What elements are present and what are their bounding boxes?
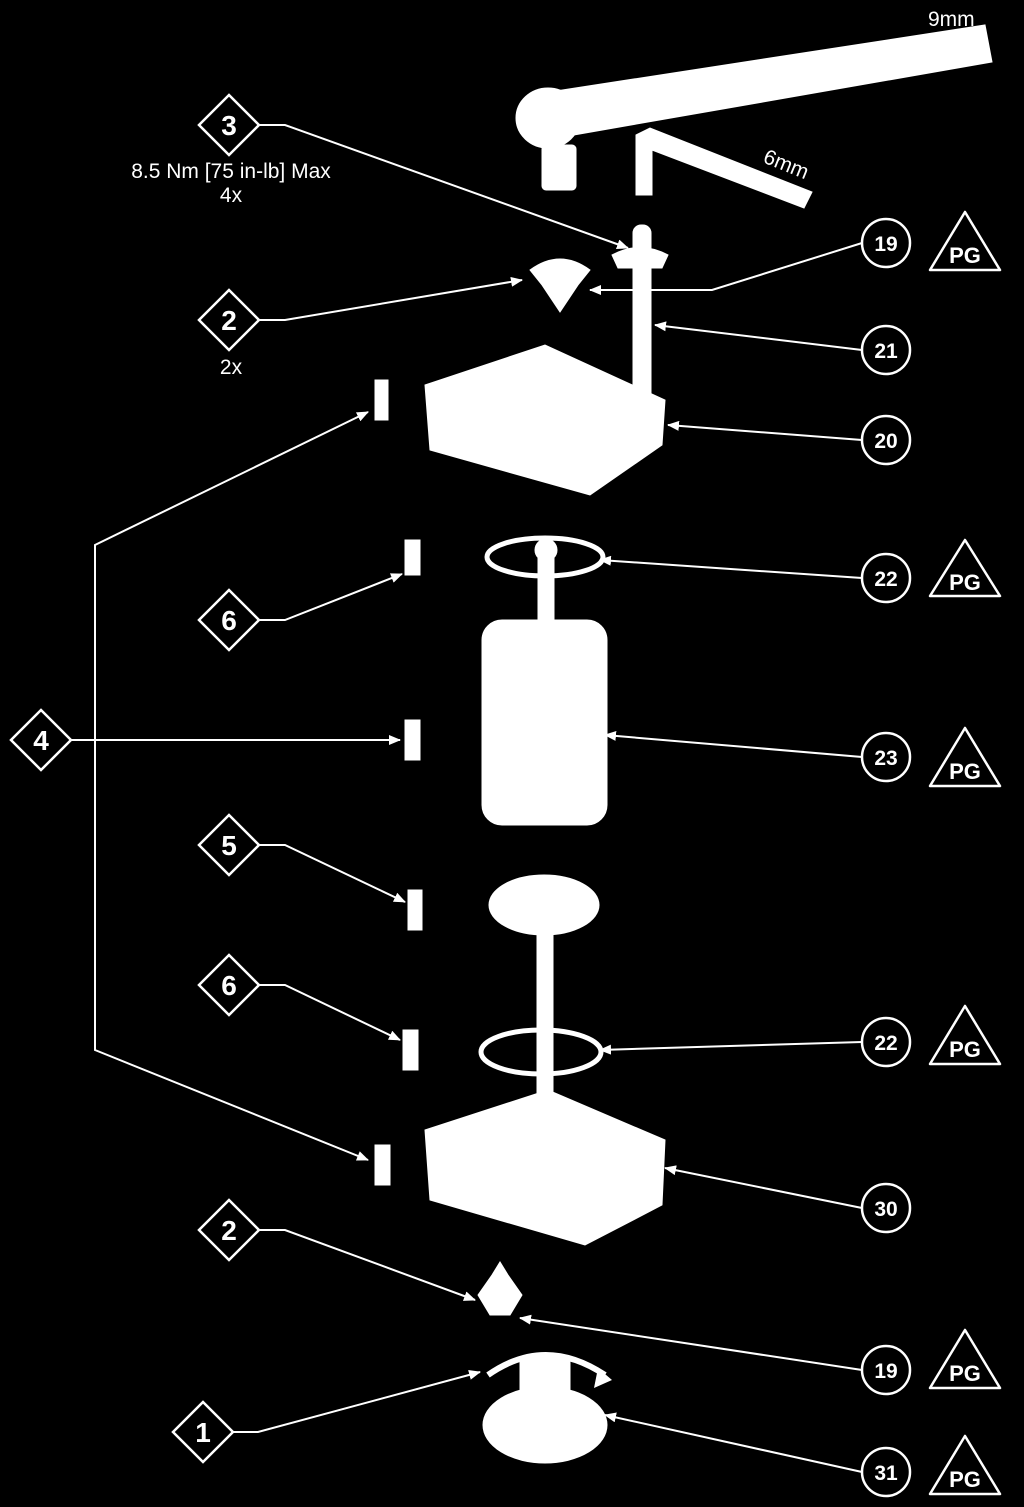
step-3-quantity-note: 4x xyxy=(220,184,243,207)
step-6-label-bottom: 6 xyxy=(221,970,237,1001)
screw-1 xyxy=(374,379,389,421)
pg-badge-19-top-label: PG xyxy=(949,243,981,268)
callout-31: 31 xyxy=(860,1446,912,1498)
callout-23: 23 xyxy=(860,731,912,783)
pg-badge-22-top-label: PG xyxy=(949,570,981,595)
pg-badge-23-label: PG xyxy=(949,759,981,784)
step-6-label-top: 6 xyxy=(221,605,237,636)
part-19-valve-top xyxy=(529,258,591,313)
part-19-valve-bottom xyxy=(477,1261,523,1316)
pg-badge-31-label: PG xyxy=(949,1467,981,1492)
step-4-label: 4 xyxy=(33,725,49,756)
callout-19-bottom-label: 19 xyxy=(874,1360,897,1383)
screw-4 xyxy=(407,889,423,931)
pg-badge-22-bottom: PG xyxy=(928,1004,1002,1066)
screw-5 xyxy=(402,1029,419,1071)
part-23-cylinder xyxy=(481,538,608,826)
step-3-torque-note: 8.5 Nm [75 in-lb] Max xyxy=(131,160,331,183)
callout-21: 21 xyxy=(860,324,912,376)
step-5-label: 5 xyxy=(221,830,237,861)
callout-19-top: 19 xyxy=(860,217,912,269)
leader-lines xyxy=(70,124,863,1473)
step-4-marker: 4 xyxy=(9,708,73,772)
pg-badge-19-bottom: PG xyxy=(928,1328,1002,1390)
callout-30-label: 30 xyxy=(874,1198,897,1221)
pg-badge-22-top: PG xyxy=(928,538,1002,598)
step-2-marker-top: 2 xyxy=(197,288,261,352)
hex-key xyxy=(635,127,813,209)
callout-21-label: 21 xyxy=(874,340,898,363)
ratchet-size-label: 9mm xyxy=(928,8,975,31)
callout-20: 20 xyxy=(860,414,912,466)
step-2-label-bottom: 2 xyxy=(221,1215,237,1246)
callout-20-label: 20 xyxy=(874,430,897,453)
callout-31-label: 31 xyxy=(874,1462,898,1485)
callout-22-top: 22 xyxy=(860,552,912,604)
callout-22-bottom: 22 xyxy=(860,1016,912,1068)
part-31-cap xyxy=(482,1352,612,1464)
step-6-marker-bottom: 6 xyxy=(197,953,261,1017)
callout-23-label: 23 xyxy=(874,747,897,770)
pg-badge-23: PG xyxy=(928,726,1002,788)
step-2-quantity-note: 2x xyxy=(220,356,243,379)
pg-badge-31: PG xyxy=(928,1434,1002,1496)
step-5-marker: 5 xyxy=(197,813,261,877)
step-1-marker: 1 xyxy=(171,1400,235,1464)
pg-badge-19-top: PG xyxy=(928,210,1002,272)
pg-badge-22-bottom-label: PG xyxy=(949,1037,981,1062)
callout-22-bottom-label: 22 xyxy=(874,1032,897,1055)
callout-22-top-label: 22 xyxy=(874,568,897,591)
step-2-marker-bottom: 2 xyxy=(197,1198,261,1262)
step-1-label: 1 xyxy=(195,1417,211,1448)
step-3-marker: 3 xyxy=(197,93,261,157)
ratchet-wrench xyxy=(515,24,993,191)
screw-top xyxy=(611,247,669,269)
screw-2 xyxy=(404,539,421,576)
step-6-marker-top: 6 xyxy=(197,588,261,652)
screw-3 xyxy=(404,719,421,761)
callout-19-bottom: 19 xyxy=(860,1344,912,1396)
piston-assembly xyxy=(488,874,600,1101)
step-2-label-top: 2 xyxy=(221,305,237,336)
part-20-upper-housing xyxy=(424,344,666,496)
part-30-lower-housing xyxy=(424,1089,666,1246)
callout-19-top-label: 19 xyxy=(874,233,897,256)
pg-badge-19-bottom-label: PG xyxy=(949,1361,981,1386)
callout-30: 30 xyxy=(860,1182,912,1234)
screw-6 xyxy=(374,1144,391,1186)
step-3-label: 3 xyxy=(221,110,237,141)
